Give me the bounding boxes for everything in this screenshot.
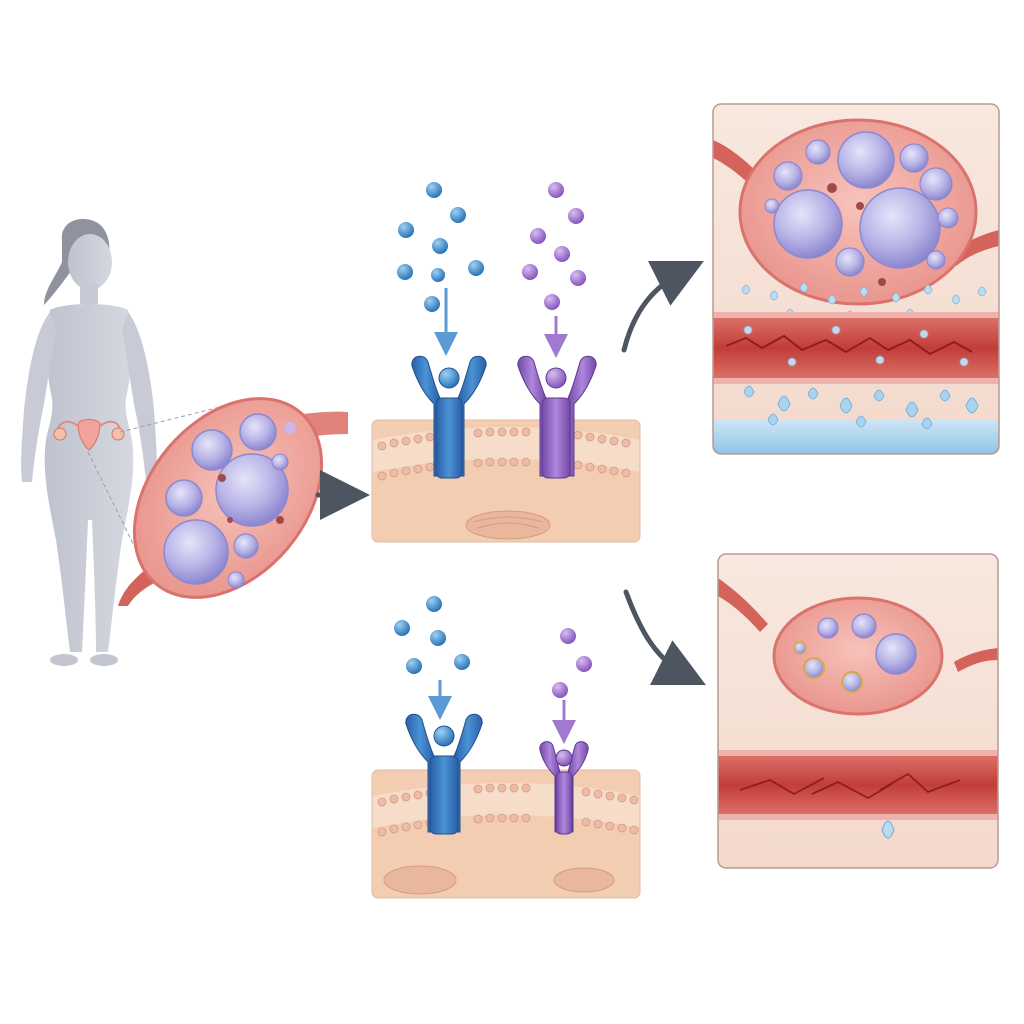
hormone-blue-icon bbox=[394, 596, 470, 708]
curved-up-arrow-icon bbox=[624, 270, 686, 350]
hormone-blue-icon bbox=[397, 182, 484, 344]
hormone-purple-icon bbox=[522, 182, 586, 346]
receptor-binding-low-icon bbox=[372, 596, 640, 898]
fluid-leakage-icon bbox=[713, 104, 999, 454]
curved-down-arrow-icon bbox=[626, 592, 688, 676]
minimal-leakage-icon bbox=[718, 554, 998, 868]
receptor-binding-high-icon bbox=[372, 182, 640, 542]
hormone-purple-icon bbox=[552, 628, 592, 732]
